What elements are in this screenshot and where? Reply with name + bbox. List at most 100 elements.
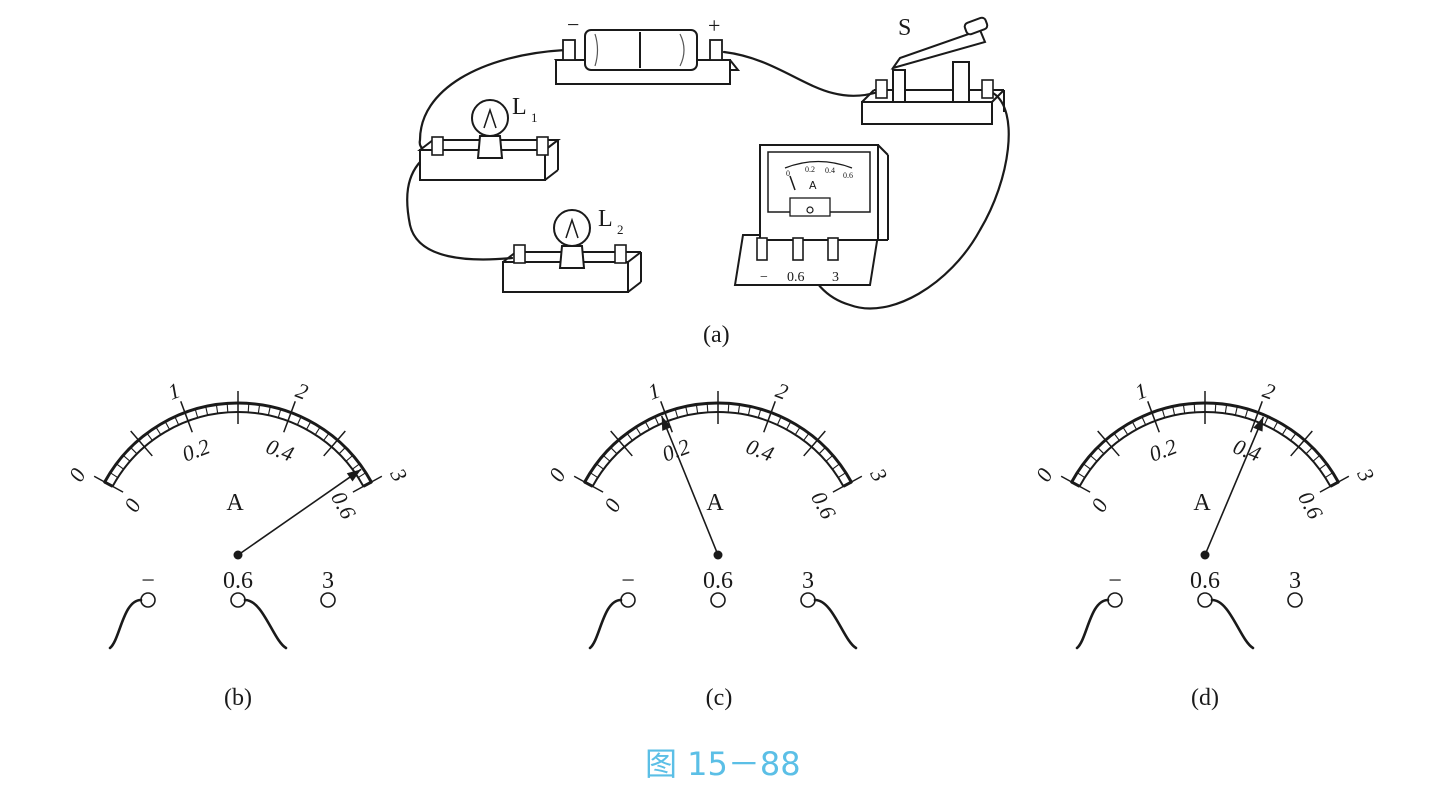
ammeter-terminal-0-6: 0.6 bbox=[787, 270, 805, 285]
terminal-label: 0.6 bbox=[223, 568, 253, 594]
terminal-label: 0.6 bbox=[1190, 568, 1220, 594]
scale-minor-tick bbox=[654, 416, 660, 426]
ammeter: 0 0.2 0.4 0.6 A − 0.6 3 bbox=[733, 144, 889, 286]
terminal-post bbox=[230, 592, 246, 608]
dial-unit: A bbox=[706, 490, 724, 516]
ammeter-dials: 012300.20.40.6A−0.63(b)012300.20.40.6A−0… bbox=[63, 377, 1379, 711]
lamp-2-label: L bbox=[598, 206, 613, 232]
scale-minor-tick bbox=[1131, 421, 1138, 430]
needle bbox=[237, 468, 362, 556]
battery: − + bbox=[553, 12, 741, 85]
inner-scale-label: 0.2 bbox=[1146, 434, 1180, 467]
outer-scale-label: 0 bbox=[1030, 464, 1057, 486]
scale-minor-tick bbox=[1161, 408, 1166, 418]
lamp-1-subscript: 1 bbox=[531, 110, 538, 125]
terminal-post bbox=[1197, 592, 1213, 608]
scale-minor-tick bbox=[1312, 454, 1321, 462]
needle-arrowhead bbox=[661, 415, 672, 431]
dial-caption: (d) bbox=[1191, 685, 1219, 711]
inner-scale-label: 0.4 bbox=[1230, 434, 1264, 467]
scale-major-tick bbox=[803, 430, 826, 457]
lead-wire bbox=[243, 598, 288, 650]
outer-scale-label: 3 bbox=[385, 463, 413, 486]
lead-wire bbox=[1210, 598, 1255, 650]
lamp-2-subscript: 2 bbox=[617, 222, 624, 237]
scale-major-tick bbox=[1290, 430, 1313, 457]
scale-minor-tick bbox=[305, 421, 312, 430]
battery-minus-label: − bbox=[567, 12, 579, 37]
ammeter-terminal-minus: − bbox=[760, 270, 768, 285]
needle-arrowhead bbox=[346, 469, 362, 482]
scale-major-tick bbox=[832, 475, 863, 493]
scale-minor-tick bbox=[1305, 447, 1313, 455]
inner-scale-label: 0 bbox=[599, 494, 626, 516]
outer-scale-label: 3 bbox=[865, 463, 893, 486]
scale-minor-tick bbox=[1263, 416, 1269, 426]
scale-major-tick bbox=[1319, 475, 1350, 493]
scale-minor-tick bbox=[1281, 426, 1288, 435]
terminal-post bbox=[1287, 592, 1303, 608]
needle bbox=[660, 415, 719, 556]
scale-major-tick bbox=[573, 475, 604, 493]
scale-major-tick bbox=[283, 401, 296, 433]
scale-minor-tick bbox=[1319, 463, 1327, 470]
scale-major-tick bbox=[1147, 401, 1160, 433]
inner-scale-label: 0.4 bbox=[743, 434, 777, 467]
scale-minor-tick bbox=[747, 406, 751, 416]
scale-minor-tick bbox=[825, 454, 834, 462]
terminal-post bbox=[140, 592, 156, 608]
scale-minor-tick bbox=[1193, 403, 1196, 413]
scale-minor-tick bbox=[644, 421, 651, 430]
lead-wire bbox=[108, 598, 143, 650]
terminal-post bbox=[1107, 592, 1123, 608]
scale-minor-tick bbox=[589, 472, 599, 479]
lead-wire bbox=[1075, 598, 1110, 650]
scale-minor-tick bbox=[146, 432, 153, 441]
scale-minor-tick bbox=[116, 463, 124, 470]
scale-minor-tick bbox=[610, 447, 618, 455]
scale-minor-tick bbox=[837, 472, 847, 479]
lead-wire bbox=[588, 598, 623, 650]
inner-scale-label: 0.2 bbox=[179, 434, 213, 467]
scale-minor-tick bbox=[338, 447, 346, 455]
scale-major-tick bbox=[1250, 401, 1263, 433]
scale-minor-tick bbox=[602, 454, 611, 462]
terminal-post bbox=[710, 592, 726, 608]
scale-minor-tick bbox=[130, 447, 138, 455]
scale-major-tick bbox=[180, 401, 193, 433]
scale-minor-tick bbox=[1089, 454, 1098, 462]
inner-scale-label: 0.4 bbox=[263, 434, 297, 467]
terminal-post bbox=[800, 592, 816, 608]
lamp-1: L 1 bbox=[417, 94, 561, 181]
scale-minor-tick bbox=[205, 406, 209, 416]
dial-caption: (c) bbox=[706, 685, 733, 711]
scale-minor-tick bbox=[1324, 472, 1334, 479]
scale-minor-tick bbox=[695, 404, 699, 414]
scale-minor-tick bbox=[345, 454, 354, 462]
scale-minor-tick bbox=[277, 408, 282, 418]
ammeter-terminal-3: 3 bbox=[832, 270, 839, 285]
scale-major-tick bbox=[763, 401, 776, 433]
inner-scale-label: 0.6 bbox=[806, 487, 841, 523]
scale-minor-tick bbox=[1290, 432, 1297, 441]
scale-minor-tick bbox=[1141, 416, 1147, 426]
scale-minor-tick bbox=[226, 403, 229, 413]
outer-scale-label: 1 bbox=[1131, 377, 1150, 404]
terminal-post bbox=[620, 592, 636, 608]
scale-minor-tick bbox=[247, 403, 250, 413]
scale-minor-tick bbox=[215, 404, 219, 414]
scale-minor-tick bbox=[737, 404, 741, 414]
switch: S bbox=[861, 15, 1005, 125]
scale-minor-tick bbox=[674, 408, 679, 418]
scale-minor-tick bbox=[818, 447, 826, 455]
switch-label: S bbox=[898, 15, 911, 41]
scale-minor-tick bbox=[194, 408, 199, 418]
caption-a: (a) bbox=[703, 322, 730, 348]
scale-major-tick bbox=[130, 430, 153, 457]
scale-major-tick bbox=[1060, 475, 1091, 493]
scale-minor-tick bbox=[1083, 463, 1091, 470]
inner-scale-label: 0.6 bbox=[1293, 487, 1328, 523]
terminal-post bbox=[320, 592, 336, 608]
